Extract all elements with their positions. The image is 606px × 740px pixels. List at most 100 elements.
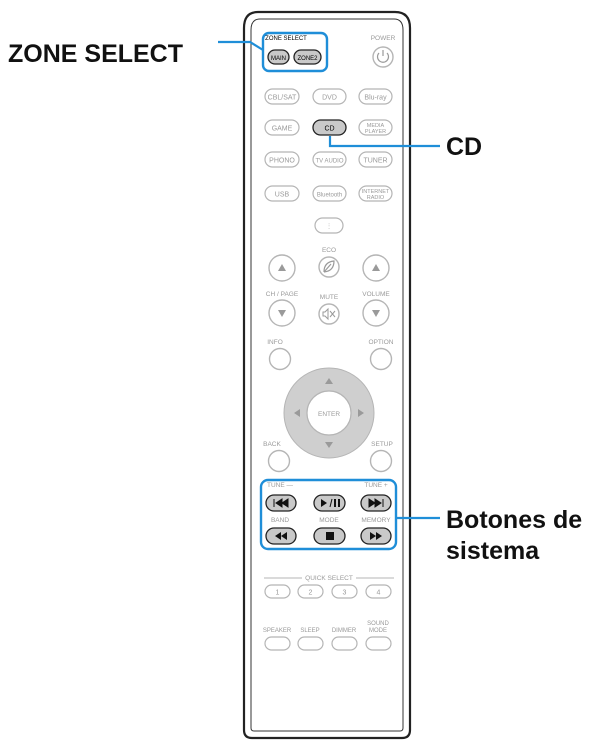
enter-button[interactable]: ENTER: [306, 390, 352, 436]
tuner-button[interactable]: TUNER: [358, 151, 393, 168]
eco-button[interactable]: [318, 256, 340, 278]
zone2-button[interactable]: ZONE2: [293, 49, 322, 65]
svg-text:DVD: DVD: [322, 95, 337, 102]
main-button[interactable]: MAIN: [267, 49, 290, 65]
up-triangle-icon: [372, 264, 380, 271]
rewind-button[interactable]: [265, 527, 297, 545]
volume-label: VOLUME: [362, 291, 390, 298]
left-arrow-icon: [294, 409, 300, 417]
svg-text:Blu-ray: Blu-ray: [364, 95, 387, 102]
usb-button[interactable]: USB: [264, 185, 300, 202]
svg-text:CD: CD: [324, 126, 334, 133]
zone-select-label: ZONE SELECT: [265, 36, 307, 42]
play-pause-icon: [321, 499, 327, 507]
sound-mode-label-1: SOUND: [367, 621, 389, 627]
tune-plus-label: TUNE +: [364, 482, 388, 489]
svg-text:RADIO: RADIO: [367, 195, 385, 201]
dvd-button[interactable]: DVD: [312, 88, 347, 105]
stop-button[interactable]: [313, 527, 346, 545]
svg-text:4: 4: [377, 590, 381, 597]
info-label: INFO: [267, 339, 283, 346]
fast-forward-icon: [370, 532, 382, 540]
quick-select-4-button[interactable]: 4: [365, 584, 392, 599]
eco-label: ECO: [322, 247, 336, 254]
svg-text:1: 1: [276, 590, 280, 597]
play-pause-button[interactable]: [313, 494, 346, 512]
zone-select-callout: ZONE SELECT: [8, 40, 183, 68]
down-triangle-icon: [372, 310, 380, 317]
svg-text:PLAYER: PLAYER: [365, 129, 386, 135]
sleep-label: SLEEP: [300, 628, 319, 634]
volume-down-button[interactable]: [362, 299, 390, 327]
speaker-button[interactable]: [264, 636, 291, 651]
svg-text:Bluetooth: Bluetooth: [317, 193, 342, 199]
svg-text:ENTER: ENTER: [318, 411, 340, 418]
tune-plus-button[interactable]: [360, 494, 392, 512]
svg-text:MAIN: MAIN: [271, 56, 286, 62]
volume-up-button[interactable]: [362, 254, 390, 282]
back-button[interactable]: [267, 449, 291, 473]
audio-wave-icon: ⫶: [328, 222, 330, 231]
stop-icon: [326, 532, 334, 540]
svg-text:GAME: GAME: [272, 126, 293, 133]
power-label: POWER: [371, 35, 396, 42]
mode-label: MODE: [319, 517, 339, 524]
remote-inner-edge: [250, 18, 404, 732]
ch-page-up-button[interactable]: [268, 254, 296, 282]
svg-text:INTERNET: INTERNET: [362, 189, 390, 195]
mute-icon: [322, 307, 329, 321]
system-callout-line1: Botones de: [446, 506, 582, 534]
svg-text:MEDIA: MEDIA: [367, 123, 385, 129]
bluetooth-button[interactable]: Bluetooth: [312, 185, 347, 202]
sleep-button[interactable]: [297, 636, 324, 651]
dimmer-button[interactable]: [331, 636, 358, 651]
svg-text:PHONO: PHONO: [269, 158, 295, 165]
cd-button[interactable]: CD: [312, 119, 347, 136]
right-arrow-icon: [358, 409, 364, 417]
svg-text:ZONE2: ZONE2: [297, 56, 318, 62]
up-triangle-icon: [278, 264, 286, 271]
quick-select-2-button[interactable]: 2: [297, 584, 324, 599]
setup-label: SETUP: [371, 441, 393, 448]
svg-text:2: 2: [309, 590, 313, 597]
info-button[interactable]: [268, 347, 292, 371]
dimmer-label: DIMMER: [332, 628, 357, 634]
tune-minus-label: TUNE —: [267, 482, 294, 489]
cbl-sat-button[interactable]: CBL/SAT: [264, 88, 300, 105]
rewind-icon: [275, 532, 287, 540]
internet-radio-button[interactable]: INTERNET RADIO: [358, 185, 393, 202]
sound-mode-button[interactable]: [365, 636, 392, 651]
leaf-icon: [323, 260, 335, 273]
quick-select-1-button[interactable]: 1: [264, 584, 291, 599]
bluray-button[interactable]: Blu-ray: [358, 88, 393, 105]
media-player-button[interactable]: MEDIA PLAYER: [358, 119, 393, 136]
fast-forward-button[interactable]: [360, 527, 392, 545]
power-button[interactable]: [372, 46, 394, 68]
band-label: BAND: [271, 517, 289, 524]
ch-page-down-button[interactable]: [268, 299, 296, 327]
tune-minus-button[interactable]: [265, 494, 297, 512]
power-icon: [376, 52, 390, 63]
svg-text:3: 3: [343, 590, 347, 597]
back-label: BACK: [263, 441, 281, 448]
phono-button[interactable]: PHONO: [264, 151, 300, 168]
up-arrow-icon: [325, 378, 333, 384]
setup-button[interactable]: [369, 449, 393, 473]
option-button[interactable]: [369, 347, 393, 371]
system-buttons-highlight: [259, 478, 398, 551]
zone-select-highlight: [261, 31, 329, 73]
tv-audio-button[interactable]: TV AUDIO: [312, 151, 347, 168]
skip-back-icon: [273, 498, 289, 508]
svg-text:TUNER: TUNER: [363, 158, 387, 165]
source-center-button[interactable]: ⫶: [314, 217, 344, 234]
down-arrow-icon: [325, 442, 333, 448]
game-button[interactable]: GAME: [264, 119, 300, 136]
svg-text:TV AUDIO: TV AUDIO: [315, 159, 343, 165]
quick-select-3-button[interactable]: 3: [331, 584, 358, 599]
ch-page-label: CH / PAGE: [266, 291, 299, 298]
mute-button[interactable]: [318, 303, 340, 325]
sound-mode-label-2: MODE: [369, 628, 387, 634]
cd-callout: CD: [446, 133, 482, 161]
quick-select-label: QUICK SELECT: [305, 575, 353, 582]
skip-forward-icon: [368, 498, 384, 508]
